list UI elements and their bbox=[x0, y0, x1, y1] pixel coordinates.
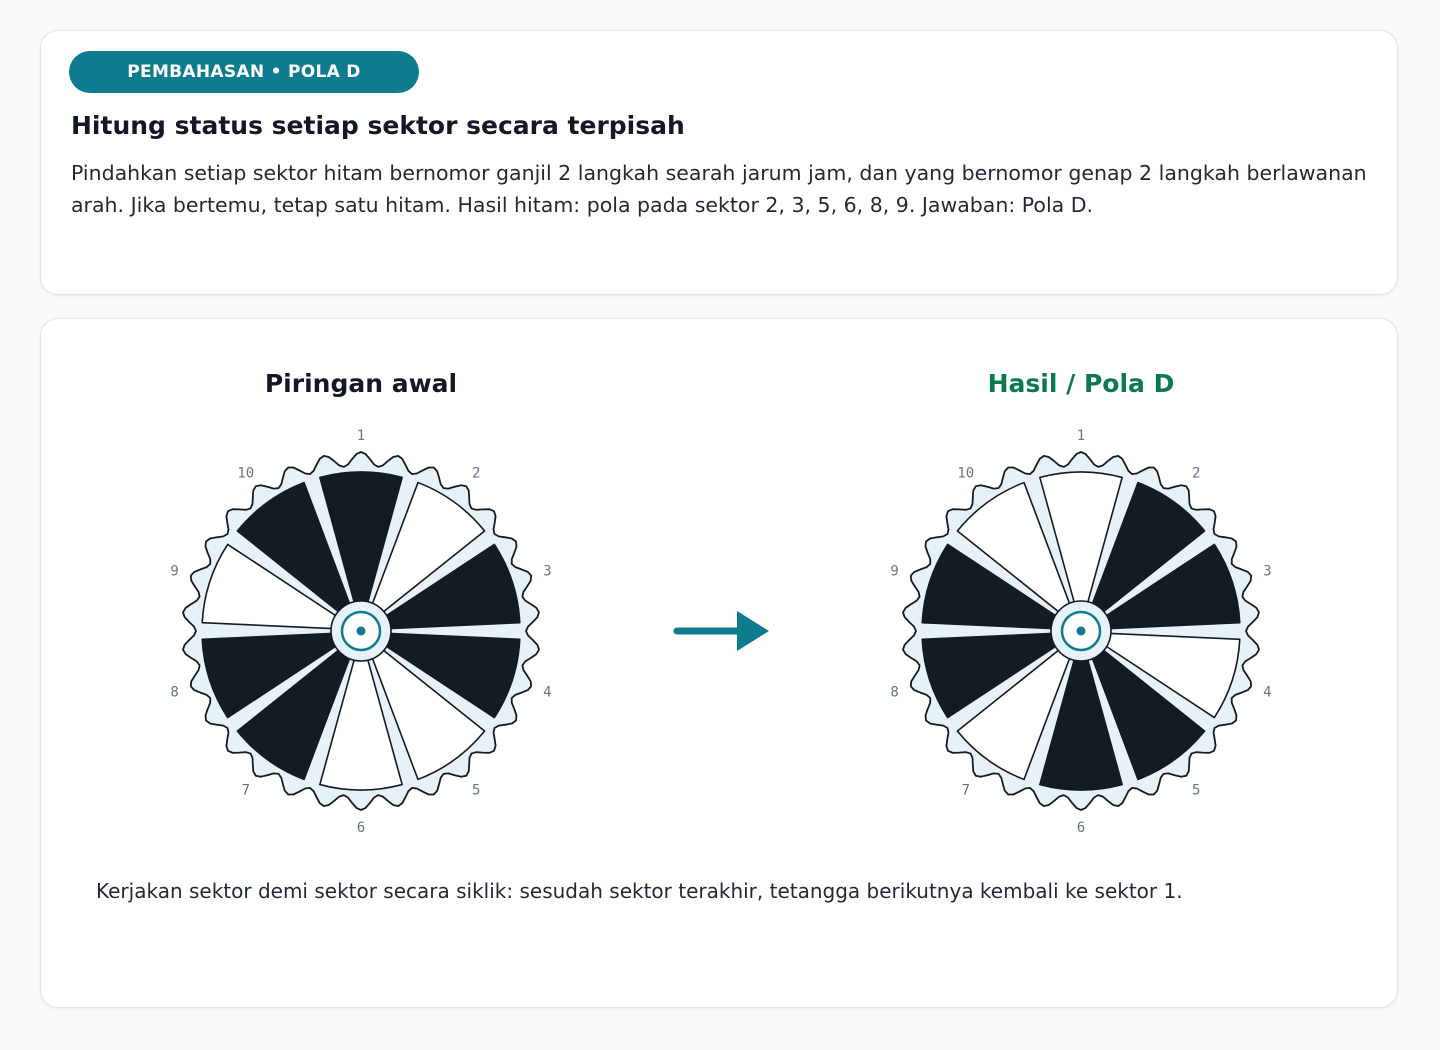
initial-disc: 1 2 3 4 5 6 7 8 9 10 bbox=[170, 428, 551, 836]
initial-sector-label-7: 7 bbox=[242, 783, 250, 799]
section-badge: PEMBAHASAN • POLA D bbox=[69, 51, 419, 93]
result-sector-label-9: 9 bbox=[890, 563, 898, 579]
initial-sector-label-10: 10 bbox=[237, 465, 254, 481]
initial-sector-label-2: 2 bbox=[472, 465, 480, 481]
result-sector-label-4: 4 bbox=[1263, 685, 1271, 701]
result-sector-label-6: 6 bbox=[1077, 820, 1085, 836]
initial-sector-label-5: 5 bbox=[472, 783, 480, 799]
initial-disc-title: Piringan awal bbox=[264, 369, 458, 398]
initial-sector-label-6: 6 bbox=[357, 820, 365, 836]
hub-target-icon bbox=[1050, 600, 1112, 662]
initial-sector-label-1: 1 bbox=[357, 428, 365, 444]
result-sector-label-8: 8 bbox=[890, 685, 898, 701]
result-sector-label-2: 2 bbox=[1192, 465, 1200, 481]
initial-sector-label-4: 4 bbox=[543, 685, 551, 701]
explanation-card: PEMBAHASAN • POLA D Hitung status setiap… bbox=[40, 30, 1398, 295]
initial-sector-label-9: 9 bbox=[170, 563, 178, 579]
explanation-text: Pindahkan setiap sektor hitam bernomor g… bbox=[71, 161, 1367, 217]
initial-sector-label-3: 3 bbox=[543, 563, 551, 579]
initial-sector-label-8: 8 bbox=[170, 685, 178, 701]
diagram-card: Piringan awal Hasil / Pola D 1 2 3 4 5 6 7 8 9 10… bbox=[40, 318, 1398, 1008]
result-sector-label-10: 10 bbox=[957, 465, 974, 481]
result-sector-label-3: 3 bbox=[1263, 563, 1271, 579]
result-disc-title: Hasil / Pola D bbox=[987, 369, 1175, 398]
result-sector-label-1: 1 bbox=[1077, 428, 1085, 444]
hub-target-icon bbox=[330, 600, 392, 662]
result-sector-label-7: 7 bbox=[962, 783, 970, 799]
arrow-right-icon bbox=[673, 611, 769, 651]
explanation-title: Hitung status setiap sektor secara terpi… bbox=[71, 111, 685, 140]
footnote-text: Kerjakan sektor demi sektor secara sikli… bbox=[96, 879, 1183, 903]
result-sector-label-5: 5 bbox=[1192, 783, 1200, 799]
result-disc: 1 2 3 4 5 6 7 8 9 10 bbox=[890, 428, 1271, 836]
